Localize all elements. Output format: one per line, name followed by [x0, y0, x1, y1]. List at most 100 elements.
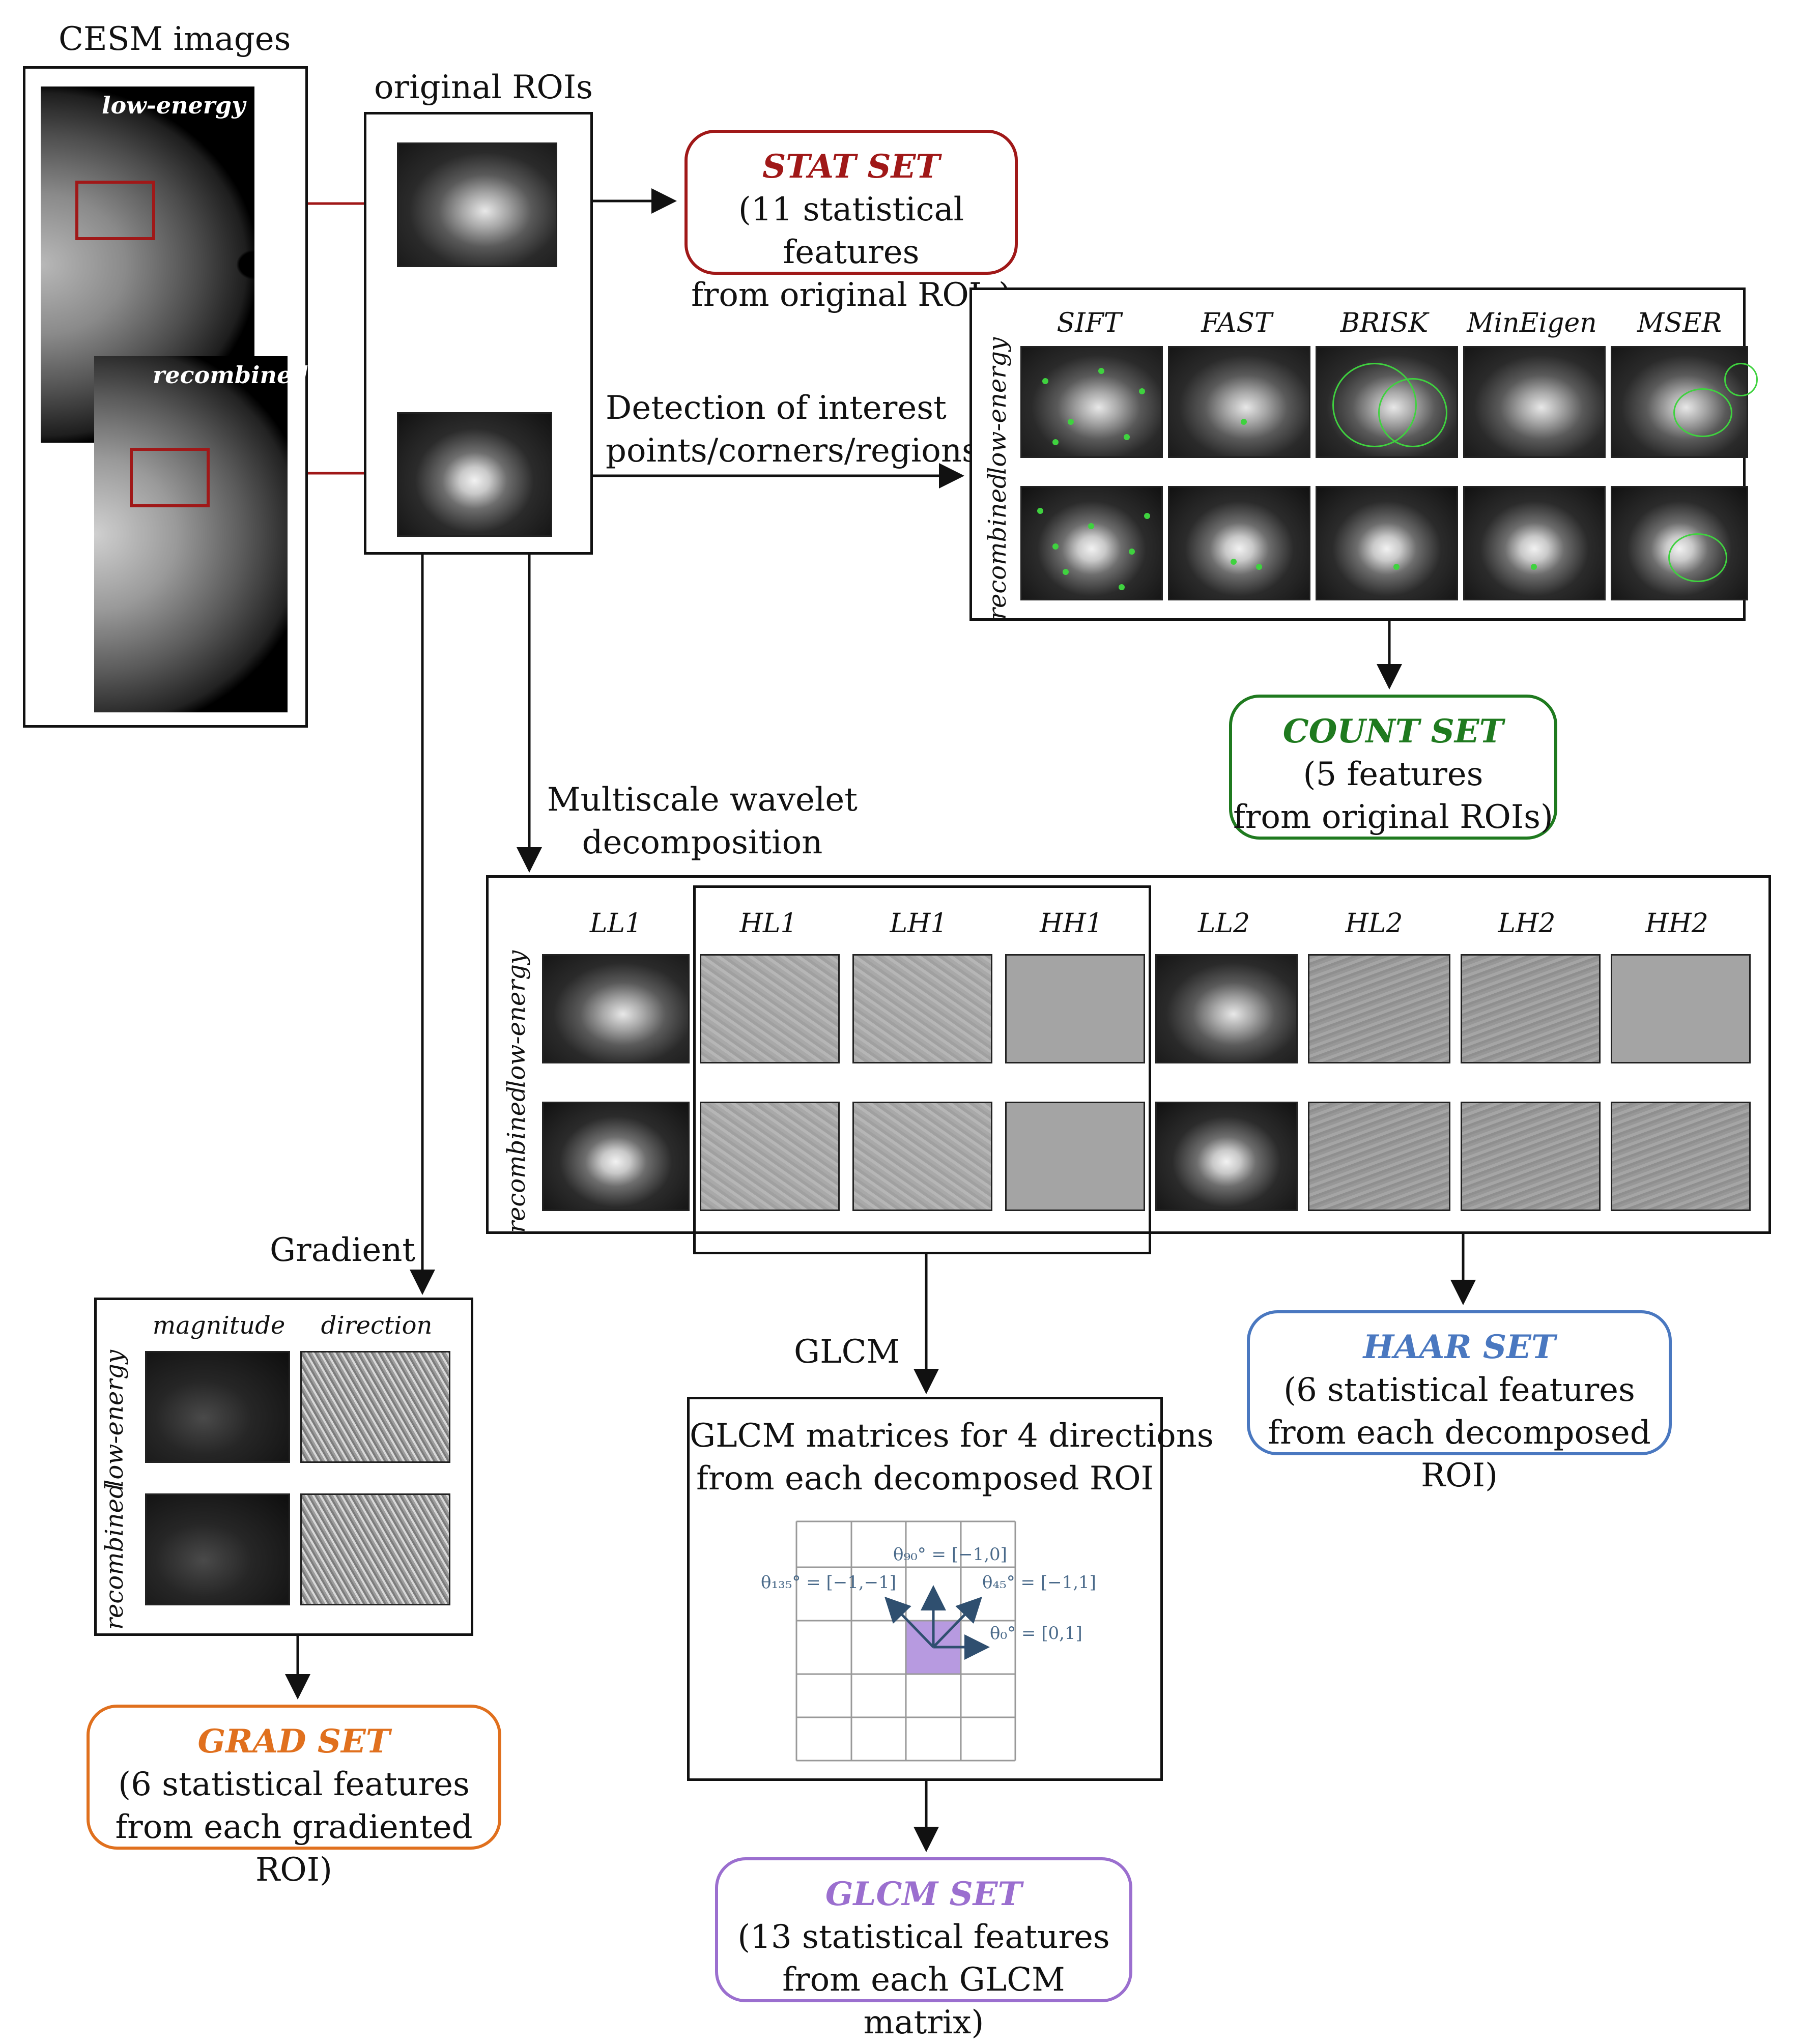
ll2-low-thumb [1155, 954, 1298, 1063]
hl1-low-thumb [700, 954, 840, 1063]
detection-label: Detection of interest points/corners/reg… [606, 387, 979, 472]
lh2-rec-thumb [1461, 1102, 1601, 1211]
glcm-dir-135: θ₁₃₅° = [−1,−1] [761, 1572, 897, 1593]
detectors-panel: SIFT FAST BRISK MinEigen MSER low-energy… [969, 287, 1758, 621]
detector-row-low-energy: low-energy [983, 337, 1012, 475]
grad-set-box: GRAD SET (6 statistical features from ea… [87, 1705, 501, 1889]
mser-rec-thumb [1611, 486, 1748, 600]
brisk-low-thumb [1316, 346, 1458, 458]
direction-rec-thumb [300, 1493, 450, 1605]
wavelet-col-hl2: HL2 [1345, 908, 1403, 939]
glcm-direction-arrows [884, 1585, 990, 1660]
low-energy-label: low-energy [102, 92, 245, 119]
haar-set-line1: (6 statistical features [1283, 1371, 1635, 1409]
count-set-title: COUNT SET [1282, 712, 1504, 751]
mser-low-thumb [1611, 346, 1758, 458]
haar-set-box: HAAR SET (6 statistical features from ea… [1247, 1310, 1672, 1494]
hh2-low-thumb [1611, 954, 1751, 1063]
grad-set-line1: (6 statistical features [118, 1766, 470, 1803]
wavelet-col-lh1: LH1 [890, 908, 948, 939]
detail-subbands-box [693, 885, 1151, 1254]
stat-set-line1: (11 statistical features [738, 191, 964, 271]
glcm-caption-line1: GLCM matrices for 4 directions [690, 1417, 1214, 1455]
detector-col-sift: SIFT [1057, 308, 1122, 338]
detection-line1: Detection of interest [606, 389, 947, 427]
gradient-row-low-energy: low-energy [100, 1349, 129, 1487]
wavelet-line1: Multiscale wavelet [547, 781, 858, 819]
mineigen-rec-thumb [1463, 486, 1606, 600]
wavelet-col-hh1: HH1 [1040, 908, 1103, 939]
glcm-dir-0: θ₀° = [0,1] [990, 1623, 1082, 1644]
wavelet-col-ll1: LL1 [589, 908, 642, 939]
stat-set-title: STAT SET [762, 148, 940, 186]
direction-low-thumb [300, 1351, 450, 1463]
stat-set-box: STAT SET (11 statistical features from o… [684, 130, 1018, 314]
haar-set-title: HAAR SET [1363, 1328, 1556, 1366]
glcm-label: GLCM [794, 1333, 900, 1371]
low-roi-marker [75, 181, 155, 240]
stat-set-line2: from original ROIs) [691, 276, 1011, 314]
glcm-set-title: GLCM SET [825, 1875, 1022, 1913]
haar-set-line2: from each decomposed ROI) [1268, 1414, 1651, 1494]
recombined-mammogram [94, 356, 288, 712]
magnitude-rec-thumb [145, 1493, 290, 1605]
wavelet-line2: decomposition [582, 824, 823, 861]
gradient-col-magnitude: magnitude [152, 1311, 286, 1340]
lh1-rec-thumb [852, 1102, 992, 1211]
glcm-dir-90: θ₉₀° = [−1,0] [893, 1544, 1007, 1565]
glcm-panel: GLCM matrices for 4 directions from each… [687, 1397, 1214, 1781]
hh1-low-thumb [1005, 954, 1145, 1063]
recombined-label: recombined [153, 361, 308, 389]
hh1-rec-thumb [1005, 1102, 1145, 1211]
glcm-caption: GLCM matrices for 4 directions from each… [690, 1415, 1214, 1500]
wavelet-row-recombined: recombined [502, 1086, 531, 1233]
wavelet-panel: LL1 HL1 LH1 HH1 LL2 HL2 LH2 HH2 low-ener… [486, 875, 1771, 1234]
detector-row-recombined: recombined [983, 473, 1012, 620]
gradient-row-recombined: recombined [100, 1483, 129, 1630]
lh1-low-thumb [852, 954, 992, 1063]
hh2-rec-thumb [1611, 1102, 1751, 1211]
detector-col-mineigen: MinEigen [1467, 308, 1597, 338]
wavelet-col-ll2: LL2 [1197, 908, 1250, 939]
detector-col-brisk: BRISK [1340, 308, 1429, 338]
count-set-line2: from original ROIs) [1233, 798, 1553, 836]
detector-col-mser: MSER [1637, 308, 1722, 338]
count-set-box: COUNT SET (5 features from original ROIs… [1229, 695, 1557, 840]
grad-set-title: GRAD SET [197, 1722, 390, 1761]
low-energy-roi [397, 142, 557, 267]
hl1-rec-thumb [700, 1102, 840, 1211]
gradient-label: Gradient [270, 1231, 416, 1269]
wavelet-col-hl1: HL1 [739, 908, 797, 939]
sift-rec-thumb [1020, 486, 1163, 600]
detector-col-fast: FAST [1201, 308, 1272, 338]
wavelet-label: Multiscale wavelet decomposition [539, 779, 865, 864]
roi-title: original ROIs [374, 69, 593, 106]
gradient-col-direction: direction [321, 1311, 433, 1340]
grad-set-line2: from each gradiented ROI) [115, 1808, 473, 1889]
ll1-rec-thumb [542, 1102, 690, 1211]
sift-low-thumb [1020, 346, 1163, 458]
fast-rec-thumb [1168, 486, 1310, 600]
roi-panel [364, 112, 593, 555]
glcm-set-line2: from each GLCM matrix) [782, 1961, 1065, 2041]
ll1-low-thumb [542, 954, 690, 1063]
fast-low-thumb [1168, 346, 1310, 458]
glcm-grid-diagram [795, 1520, 1016, 1762]
wavelet-col-hh2: HH2 [1645, 908, 1708, 939]
cesm-panel: low-energy recombined [23, 66, 308, 728]
gradient-panel: magnitude direction low-energy recombine… [94, 1298, 473, 1636]
mineigen-low-thumb [1463, 346, 1606, 458]
magnitude-low-thumb [145, 1351, 290, 1463]
detection-line2: points/corners/regions [606, 432, 979, 470]
brisk-rec-thumb [1316, 486, 1458, 600]
glcm-set-box: GLCM SET (13 statistical features from e… [715, 1857, 1132, 2041]
cesm-title: CESM images [59, 20, 291, 58]
hl2-rec-thumb [1308, 1102, 1450, 1211]
wavelet-col-lh2: LH2 [1498, 908, 1556, 939]
recombined-roi [397, 412, 552, 537]
glcm-caption-line2: from each decomposed ROI [696, 1460, 1154, 1498]
glcm-dir-45: θ₄₅° = [−1,1] [982, 1572, 1096, 1593]
count-set-line1: (5 features [1303, 756, 1483, 793]
ll2-rec-thumb [1155, 1102, 1298, 1211]
hl2-low-thumb [1308, 954, 1450, 1063]
